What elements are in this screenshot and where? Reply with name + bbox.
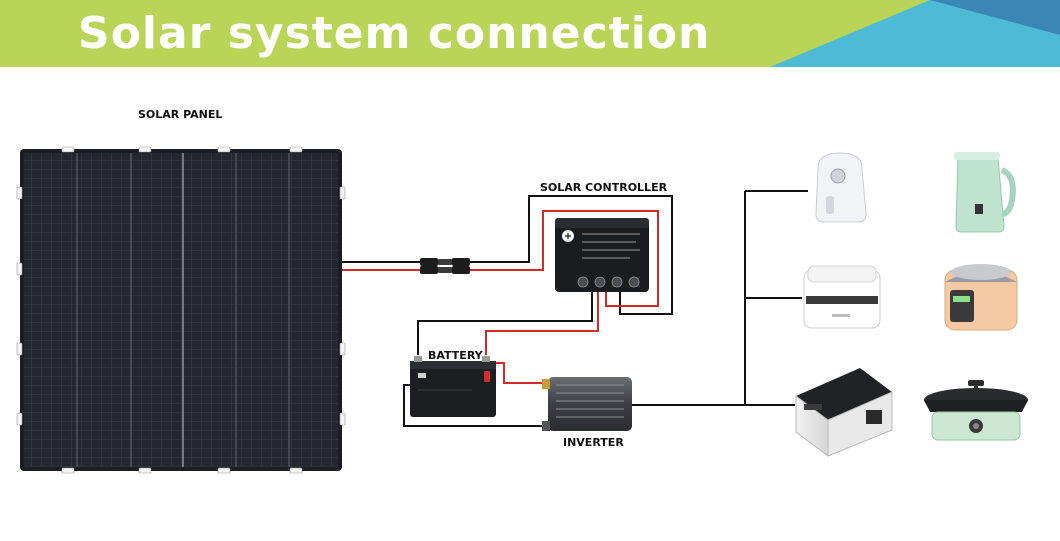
- connection-diagram: [16, 146, 1028, 474]
- wiring: [342, 190, 808, 427]
- solar-panel-icon: [16, 146, 346, 474]
- electric-kettle-icon: [954, 152, 1016, 233]
- battery-label: BATTERY: [428, 349, 483, 362]
- bread-maker-icon: [803, 265, 881, 329]
- solar-controller-label: SOLAR CONTROLLER: [540, 181, 668, 194]
- header-background: [0, 0, 1060, 67]
- rice-cooker-icon: [944, 264, 1018, 331]
- mc4-connector-icon: [420, 258, 470, 274]
- charge-controller-icon: [555, 218, 649, 292]
- inverter-label: INVERTER: [563, 436, 624, 449]
- electric-grill-icon: [924, 380, 1028, 441]
- battery-icon: [410, 356, 496, 417]
- air-fryer-icon: [815, 152, 867, 223]
- header-banner: Solar system connection: [0, 0, 1060, 67]
- portable-fridge-icon: [795, 368, 893, 457]
- page-title: Solar system connection: [78, 8, 711, 59]
- solar-panel-label: SOLAR PANEL: [138, 108, 223, 121]
- inverter-icon: [542, 377, 632, 431]
